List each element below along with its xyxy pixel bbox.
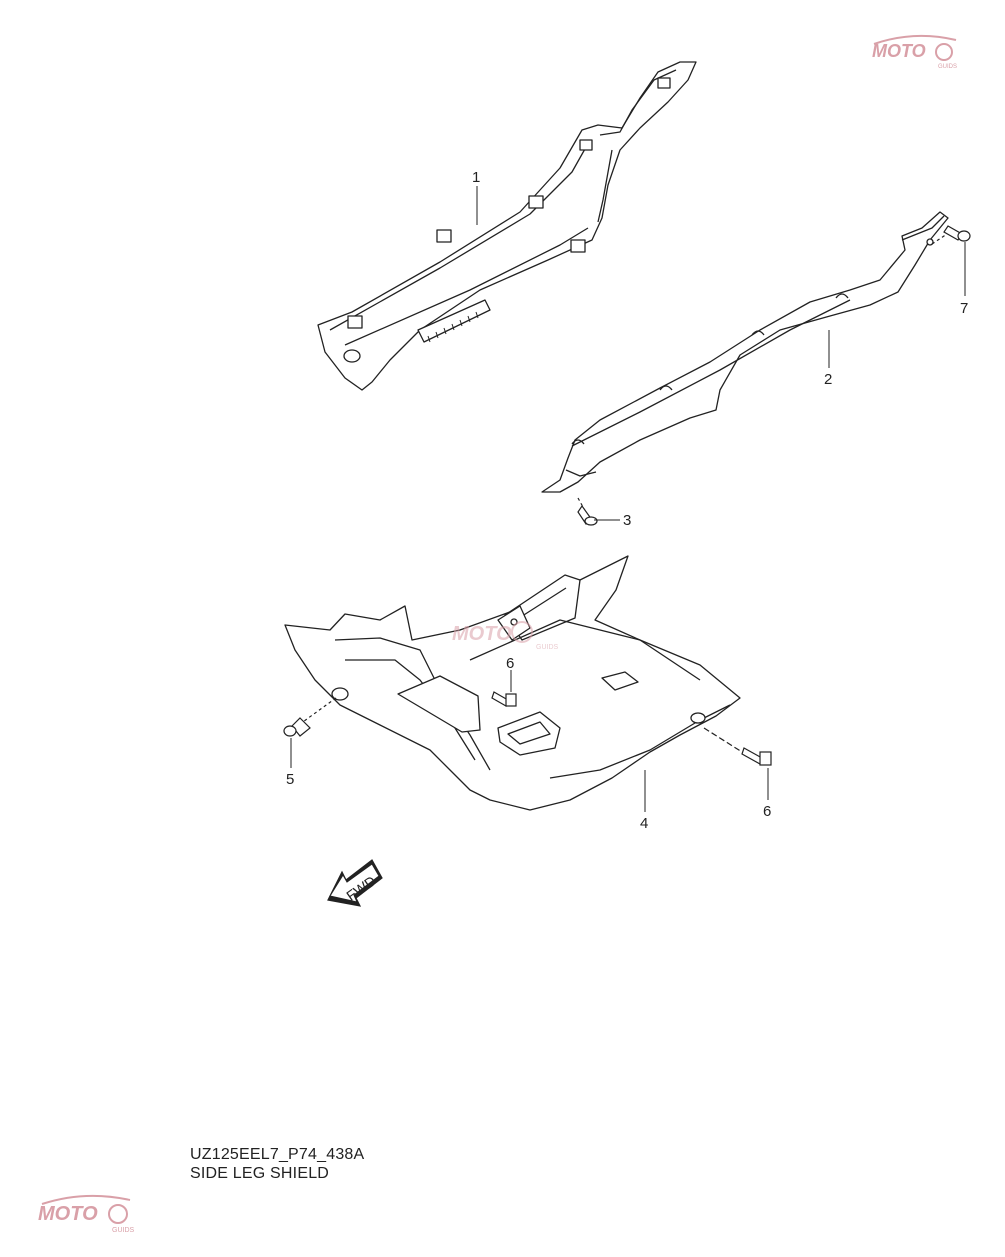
part-2-side-cover-lower[interactable]: [541, 211, 949, 493]
callout-7: 7: [960, 300, 968, 317]
callout-2: 2: [824, 371, 832, 388]
diagram-title: SIDE LEG SHIELD: [190, 1165, 330, 1182]
bolt-6-lower[interactable]: [703, 727, 772, 766]
bolt-6-upper[interactable]: [491, 691, 517, 707]
svg-text:GUIDS: GUIDS: [112, 1227, 135, 1234]
watermark-top-right: MOTO GUIDS: [864, 30, 974, 70]
svg-text:MOTO: MOTO: [38, 1203, 98, 1225]
svg-text:GUIDS: GUIDS: [536, 644, 559, 651]
svg-text:MOTO: MOTO: [452, 623, 512, 645]
callout-4: 4: [640, 815, 648, 832]
watermark-center: MOTO GUIDS: [452, 621, 559, 651]
screw-3[interactable]: [577, 497, 598, 526]
callout-6-lower: 6: [763, 803, 771, 820]
part-1-side-cover-upper[interactable]: [317, 61, 697, 391]
callout-1: 1: [472, 169, 480, 186]
callout-5: 5: [286, 771, 294, 788]
fwd-arrow-icon: FWD: [327, 859, 383, 907]
watermark-bottom-left: MOTO GUIDS: [30, 1190, 150, 1234]
moto-logo-icon: MOTO GUIDS: [38, 1194, 135, 1234]
moto-logo-icon: MOTO GUIDS: [872, 34, 957, 70]
leader-lines: [290, 186, 966, 812]
part-4-floor-panel[interactable]: [284, 555, 741, 811]
screw-5[interactable]: [283, 697, 337, 737]
screw-7[interactable]: [931, 225, 971, 245]
callout-3: 3: [623, 512, 631, 529]
svg-text:GUIDS: GUIDS: [938, 64, 957, 70]
drawing-code: UZ125EEL7_P74_438A: [190, 1146, 365, 1163]
svg-text:MOTO: MOTO: [872, 41, 926, 61]
callout-6-upper: 6: [506, 655, 514, 672]
